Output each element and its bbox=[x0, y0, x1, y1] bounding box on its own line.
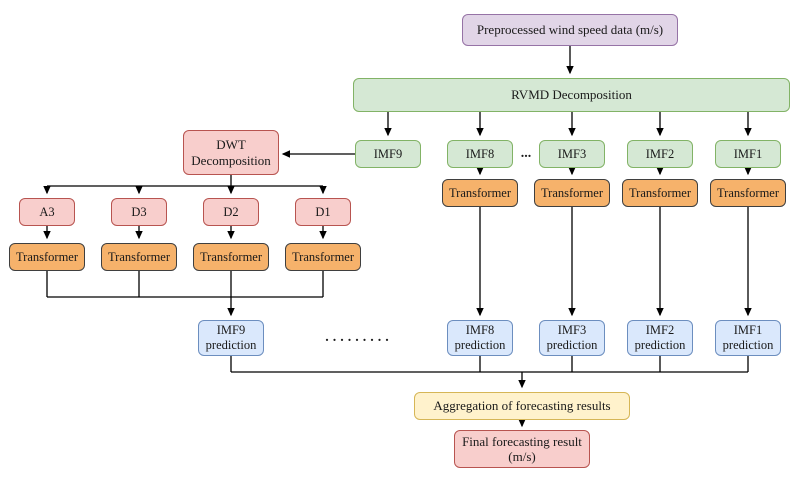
node-transformer-imf1: Transformer bbox=[710, 179, 786, 207]
imf-ellipsis: ... bbox=[520, 146, 532, 161]
node-imf3-prediction: IMF3 prediction bbox=[539, 320, 605, 356]
node-transformer-d3: Transformer bbox=[101, 243, 177, 271]
node-imf9-prediction: IMF9 prediction bbox=[198, 320, 264, 356]
node-d2: D2 bbox=[203, 198, 259, 226]
node-final-result: Final forecasting result (m/s) bbox=[454, 430, 590, 468]
node-aggregation: Aggregation of forecasting results bbox=[414, 392, 630, 420]
node-rvmd-decomposition: RVMD Decomposition bbox=[353, 78, 790, 112]
node-imf8: IMF8 bbox=[447, 140, 513, 168]
node-transformer-imf8: Transformer bbox=[442, 179, 518, 207]
node-imf1-prediction: IMF1 prediction bbox=[715, 320, 781, 356]
node-imf1: IMF1 bbox=[715, 140, 781, 168]
node-a3: A3 bbox=[19, 198, 75, 226]
node-imf3: IMF3 bbox=[539, 140, 605, 168]
node-d1: D1 bbox=[295, 198, 351, 226]
node-transformer-imf3: Transformer bbox=[534, 179, 610, 207]
node-preprocessed-data: Preprocessed wind speed data (m/s) bbox=[462, 14, 678, 46]
prediction-ellipsis: ......... bbox=[325, 330, 393, 345]
flow-arrows bbox=[43, 46, 752, 428]
node-dwt-decomposition: DWT Decomposition bbox=[183, 130, 279, 175]
node-imf9: IMF9 bbox=[355, 140, 421, 168]
node-imf2: IMF2 bbox=[627, 140, 693, 168]
node-transformer-d2: Transformer bbox=[193, 243, 269, 271]
node-transformer-d1: Transformer bbox=[285, 243, 361, 271]
node-imf8-prediction: IMF8 prediction bbox=[447, 320, 513, 356]
node-transformer-imf2: Transformer bbox=[622, 179, 698, 207]
node-d3: D3 bbox=[111, 198, 167, 226]
node-imf2-prediction: IMF2 prediction bbox=[627, 320, 693, 356]
node-transformer-a3: Transformer bbox=[9, 243, 85, 271]
